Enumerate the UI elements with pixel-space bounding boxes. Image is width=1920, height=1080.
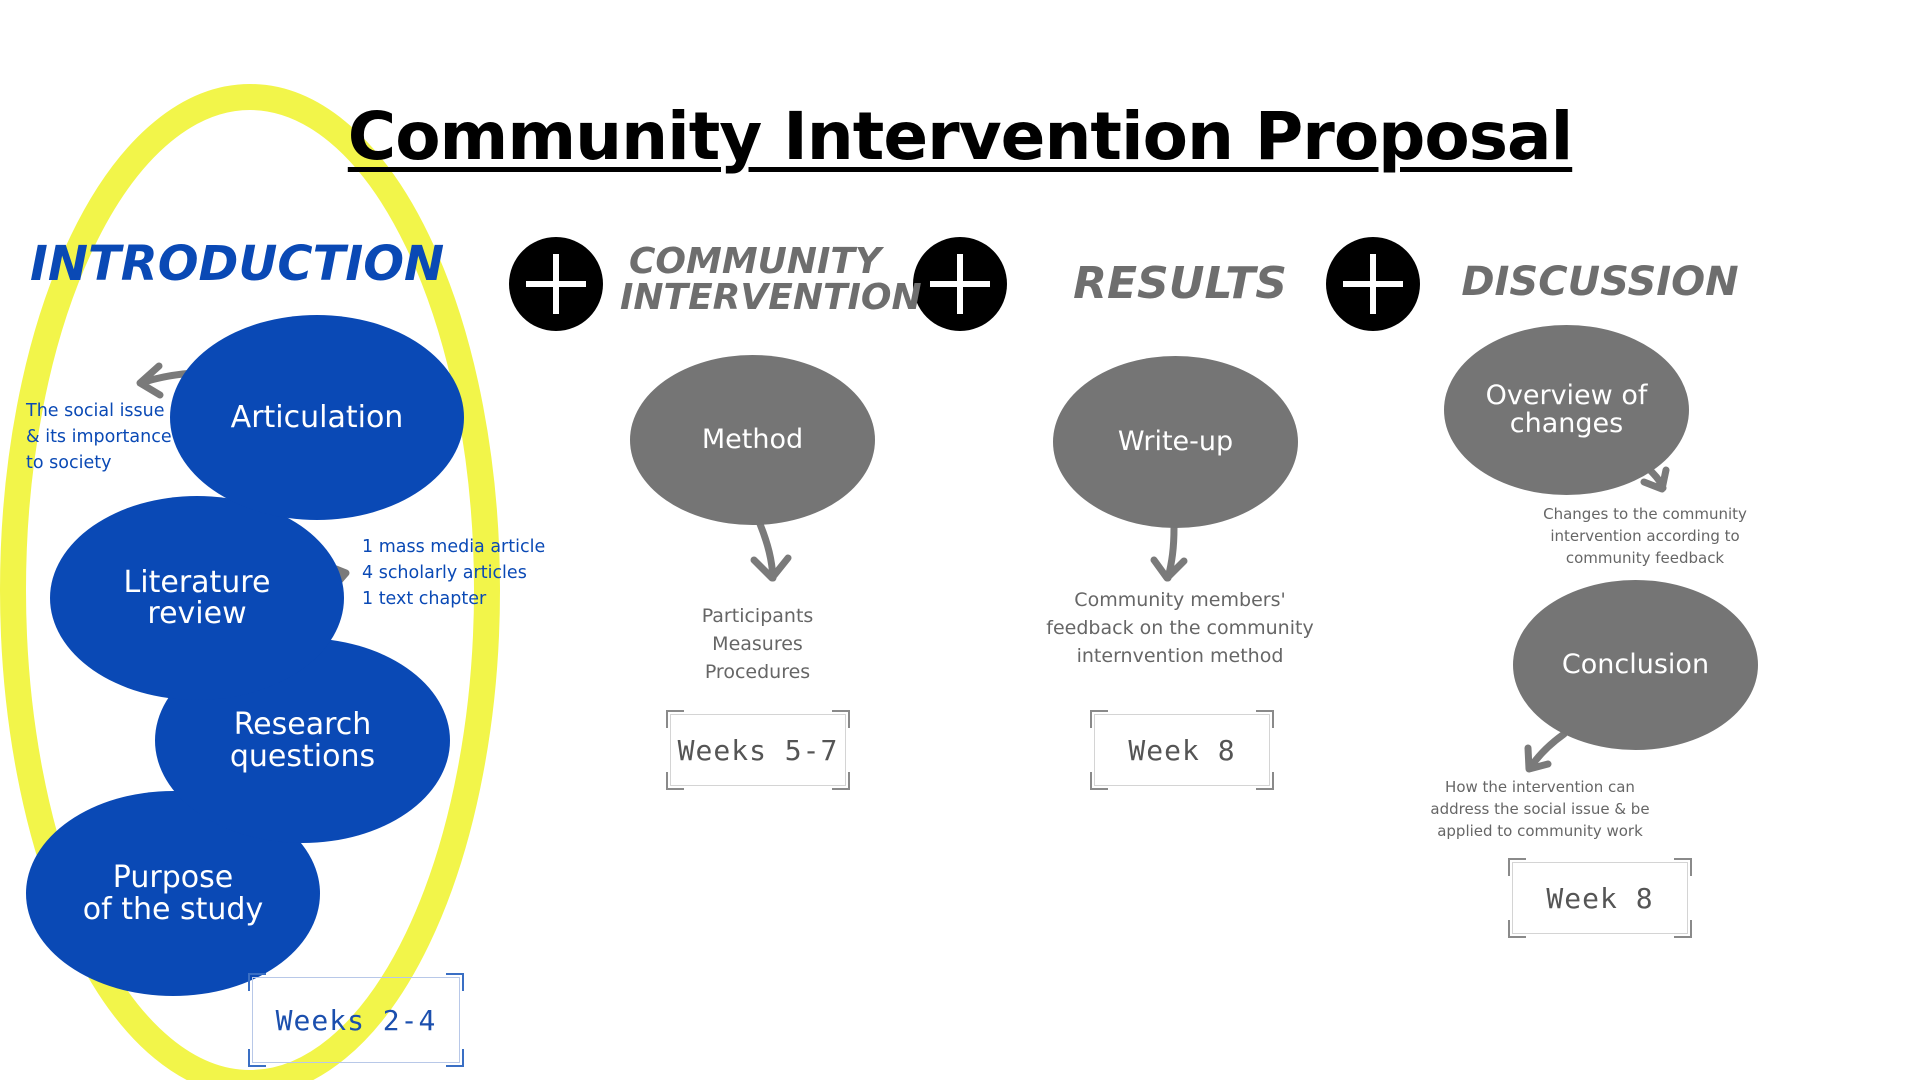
weeks-label-discussion: Week 8 xyxy=(1546,881,1654,915)
note-sources-line1: 1 mass media article xyxy=(362,537,546,557)
oval-research-line2: questions xyxy=(229,738,376,774)
weeks-box-community-intervention: Weeks 5-7 xyxy=(666,710,850,790)
oval-research-line1: Research xyxy=(233,707,372,742)
note-social-line1: The social issue xyxy=(26,401,165,421)
heading-discussion: DISCUSSION xyxy=(1461,259,1739,305)
note-changes: Changes to the community intervention ac… xyxy=(1530,503,1760,569)
note-method-line3: Procedures xyxy=(704,661,811,683)
weeks-label-introduction: Weeks 2-4 xyxy=(275,1003,437,1037)
plus-icon xyxy=(509,237,603,331)
page-title: Community Intervention Proposal xyxy=(347,98,1573,175)
plus-icon xyxy=(913,237,1007,331)
arrow-icon xyxy=(1150,524,1188,582)
note-social-line2: & its importance xyxy=(26,427,172,447)
note-sources: 1 mass media article 4 scholarly article… xyxy=(362,534,562,612)
arrow-icon xyxy=(1524,730,1568,773)
highlight-ellipse xyxy=(0,84,500,1080)
heading-community-intervention: COMMUNITY INTERVENTION xyxy=(620,241,922,318)
oval-literature-line2: review xyxy=(147,596,247,631)
note-conclusion: How the intervention can address the soc… xyxy=(1420,776,1660,842)
oval-write-up: Write-up xyxy=(1053,356,1298,528)
oval-conclusion: Conclusion xyxy=(1513,580,1758,750)
note-method-line1: Participants xyxy=(701,605,814,627)
note-conclusion-line2: address the social issue & be xyxy=(1430,800,1650,818)
oval-purpose-line1: Purpose xyxy=(112,860,234,895)
note-write-up-line1: Community members' xyxy=(1074,589,1286,611)
note-conclusion-line1: How the intervention can xyxy=(1445,778,1635,796)
oval-method: Method xyxy=(630,355,875,525)
note-changes-line2: intervention according to xyxy=(1550,527,1740,545)
note-write-up-line2: feedback on the community xyxy=(1046,617,1314,639)
note-changes-line3: community feedback xyxy=(1565,549,1725,567)
note-write-up-line3: internvention method xyxy=(1076,645,1284,667)
note-method: Participants Measures Procedures xyxy=(660,602,855,686)
heading-ci-line2: INTERVENTION xyxy=(620,277,922,318)
oval-overview-line2: changes xyxy=(1509,408,1624,439)
weeks-box-discussion: Week 8 xyxy=(1508,858,1692,938)
weeks-label-community-intervention: Weeks 5-7 xyxy=(677,733,839,767)
oval-literature-line1: Literature xyxy=(123,564,271,600)
plus-icon xyxy=(1326,237,1420,331)
note-sources-line2: 4 scholarly articles xyxy=(362,563,527,583)
arrow-icon xyxy=(750,520,792,582)
oval-purpose-line2: of the study xyxy=(82,891,264,927)
note-sources-line3: 1 text chapter xyxy=(362,589,487,609)
heading-ci-line1: COMMUNITY xyxy=(628,241,882,282)
note-conclusion-line3: applied to community work xyxy=(1437,822,1643,840)
weeks-box-introduction: Weeks 2-4 xyxy=(248,973,464,1067)
oval-overview-line1: Overview of xyxy=(1485,379,1648,411)
heading-introduction: INTRODUCTION xyxy=(30,236,445,292)
weeks-label-results: Week 8 xyxy=(1128,733,1236,767)
weeks-box-results: Week 8 xyxy=(1090,710,1274,790)
oval-articulation: Articulation xyxy=(170,315,464,520)
note-social-issue: The social issue & its importance to soc… xyxy=(26,398,176,476)
note-social-line3: to society xyxy=(26,453,112,473)
note-method-line2: Measures xyxy=(712,633,803,655)
heading-results: RESULTS xyxy=(1073,258,1287,309)
note-changes-line1: Changes to the community xyxy=(1543,505,1747,523)
note-write-up: Community members' feedback on the commu… xyxy=(1040,586,1320,670)
